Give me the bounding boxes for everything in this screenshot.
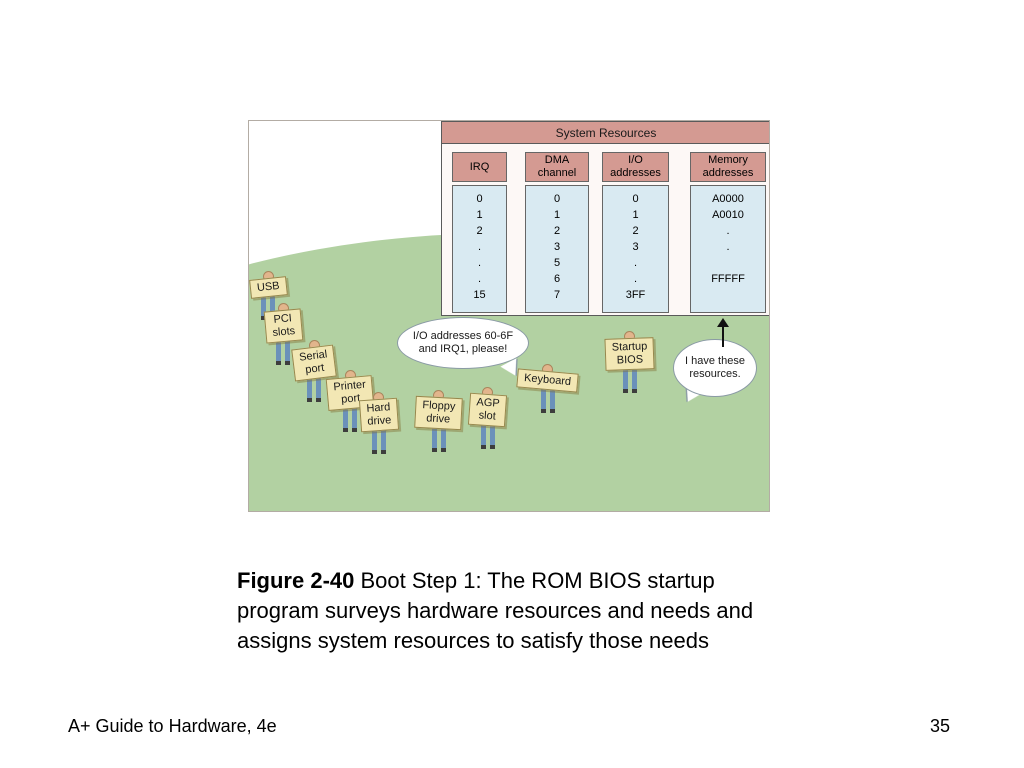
column-header: I/O addresses: [602, 152, 669, 182]
footer-book-title: A+ Guide to Hardware, 4e: [68, 716, 277, 736]
value-row: .: [633, 257, 638, 269]
column-header: DMA channel: [525, 152, 589, 182]
person-legs-icon: [622, 369, 637, 393]
leg: [431, 428, 437, 452]
table-title: System Resources: [442, 122, 769, 144]
column-values: 0 1 2 . . . 15: [452, 185, 507, 313]
value-row: 1: [632, 209, 639, 221]
value-row: 2: [476, 225, 483, 237]
figure-caption: Figure 2-40 Boot Step 1: The ROM BIOS st…: [237, 566, 857, 656]
value-row: .: [477, 257, 482, 269]
column-values: 0 1 2 3 5 6 7: [525, 185, 589, 313]
device-sign: USB: [249, 276, 288, 299]
startup-bios-sign: Startup BIOS: [604, 337, 656, 371]
person-legs-icon: [307, 378, 322, 402]
value-row: 7: [553, 289, 561, 301]
value-row: .: [726, 225, 730, 237]
value-row: A0000: [712, 193, 744, 205]
value-row: 3FF: [625, 289, 646, 301]
caption-line: assigns system resources to satisfy thos…: [237, 628, 709, 653]
leg: [316, 378, 322, 402]
leg: [631, 369, 637, 393]
resource-column-irq: IRQ 0 1 2 . . . 15: [452, 152, 507, 313]
device-sign: PCI slots: [263, 308, 303, 344]
leg: [622, 369, 628, 393]
leg: [540, 389, 546, 413]
leg: [380, 430, 386, 454]
leg: [307, 378, 313, 402]
startup-bios-figure: Startup BIOS: [604, 331, 656, 393]
value-row: .: [477, 273, 482, 285]
hardware-device-agp-slot: AGP slot: [467, 387, 508, 449]
leg: [489, 425, 495, 449]
value-row: 15: [473, 289, 486, 301]
value-row: .: [726, 241, 730, 253]
column-values: A0000 A0010 . . FFFFF: [690, 185, 766, 313]
leg: [352, 408, 358, 432]
person-legs-icon: [276, 341, 291, 365]
person-legs-icon: [480, 425, 495, 449]
hardware-device-keyboard: Keyboard: [516, 364, 579, 413]
value-row: 5: [553, 257, 561, 269]
device-sign: AGP slot: [467, 392, 508, 428]
value-row: .: [477, 241, 482, 253]
hardware-device-serial-port: Serial port: [291, 340, 337, 402]
value-row: 3: [632, 241, 639, 253]
resource-column-dma: DMA channel 0 1 2 3 5 6 7: [525, 152, 589, 313]
person-legs-icon: [371, 430, 386, 454]
figure-illustration: System Resources IRQ 0 1 2 . . . 15 DMA …: [248, 120, 770, 512]
value-row: 0: [632, 193, 639, 205]
speech-bubble-response: I have these resources.: [673, 339, 757, 397]
page-number: 35: [929, 716, 950, 736]
person-legs-icon: [540, 389, 555, 413]
caption-text: Boot Step 1: The ROM BIOS startup: [354, 568, 715, 593]
arrow-tip: [717, 318, 729, 327]
hardware-device-hard-drive: Hard drive: [358, 392, 399, 454]
arrow-shaft: [722, 327, 724, 347]
leg: [343, 408, 349, 432]
leg: [285, 341, 291, 365]
leg: [549, 389, 555, 413]
value-row: 0: [476, 193, 483, 205]
value-row: 1: [476, 209, 483, 221]
device-sign: Hard drive: [358, 397, 399, 433]
column-values: 0 1 2 3 . . 3FF: [602, 185, 669, 313]
value-row: 1: [553, 209, 561, 221]
caption-figure-label: Figure 2-40: [237, 568, 355, 593]
system-resources-table: System Resources IRQ 0 1 2 . . . 15 DMA …: [441, 121, 769, 316]
leg: [440, 428, 446, 452]
hardware-device-printer-port: Printer port: [325, 370, 375, 432]
column-header: Memory addresses: [690, 152, 766, 182]
value-row: 0: [553, 193, 561, 205]
hardware-device-pci-slots: PCI slots: [263, 303, 303, 365]
value-row: 2: [632, 225, 639, 237]
value-row: A0010: [712, 209, 744, 221]
caption-line: program surveys hardware resources and n…: [237, 598, 754, 623]
value-row: 3: [553, 241, 561, 253]
value-row: 2: [553, 225, 561, 237]
hardware-device-floppy-drive: Floppy drive: [414, 390, 463, 452]
resource-column-memory: Memory addresses A0000 A0010 . . FFFFF: [690, 152, 766, 313]
arrow-up-icon: [717, 318, 729, 347]
leg: [371, 430, 377, 454]
device-sign: Floppy drive: [414, 395, 463, 431]
leg: [480, 425, 486, 449]
person-legs-icon: [431, 428, 446, 452]
value-row: .: [633, 273, 638, 285]
speech-bubble-request: I/O addresses 60-6F and IRQ1, please!: [397, 317, 529, 369]
resource-column-io: I/O addresses 0 1 2 3 . . 3FF: [602, 152, 669, 313]
caption-line: Figure 2-40 Boot Step 1: The ROM BIOS st…: [237, 566, 857, 596]
leg: [276, 341, 282, 365]
person-legs-icon: [343, 408, 358, 432]
value-row: FFFFF: [711, 273, 745, 285]
value-row: 6: [553, 273, 561, 285]
value-row: [691, 255, 765, 271]
column-header: IRQ: [452, 152, 507, 182]
device-sign: Keyboard: [516, 368, 579, 393]
